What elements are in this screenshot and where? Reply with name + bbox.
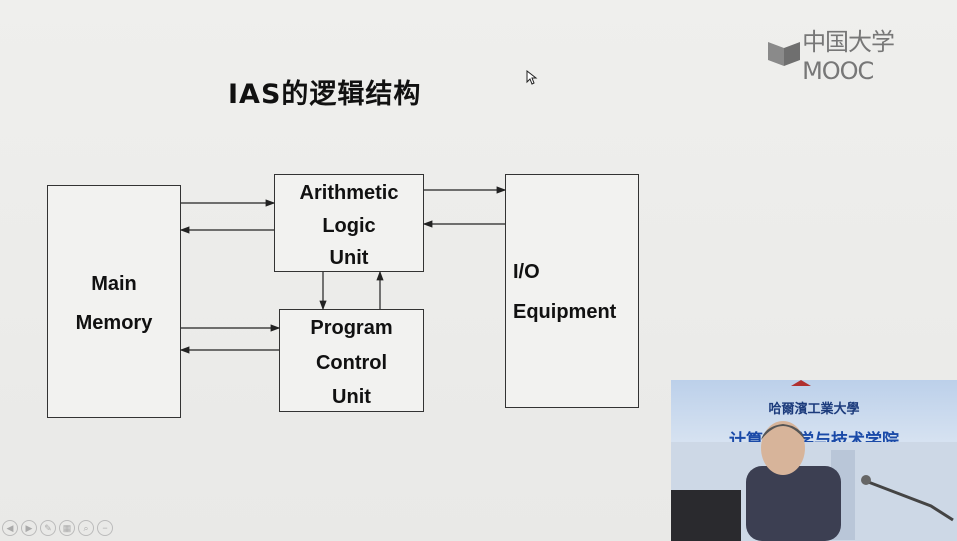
main-memory-box <box>47 185 181 418</box>
io-label-line1: I/O <box>513 261 540 283</box>
player-controls: ◀ ▶ ✎ ▦ ⌕ − <box>2 520 113 536</box>
zoom-icon[interactable]: ⌕ <box>78 520 94 536</box>
alu-box <box>274 174 424 272</box>
minus-icon[interactable]: − <box>97 520 113 536</box>
instructor-figure <box>671 380 957 541</box>
edit-icon[interactable]: ✎ <box>40 520 56 536</box>
mooc-logo: 中国大学MOOC <box>766 28 957 85</box>
alu-label-line1: Arithmetic <box>299 182 399 204</box>
gallery-icon[interactable]: ▦ <box>59 520 75 536</box>
instructor-video: 哈爾濱工業大學 计算机科学与技术学院 <box>671 380 957 541</box>
slide-title: IAS的逻辑结构 <box>228 79 422 110</box>
next-icon[interactable]: ▶ <box>21 520 37 536</box>
mouse-cursor-icon <box>526 70 538 85</box>
alu-label-line2: Logic <box>322 215 376 237</box>
pcu-label-line1: Program <box>310 317 393 339</box>
io-equipment-box <box>505 174 639 408</box>
pcu-box <box>279 309 424 412</box>
main-memory-label-line1: Main <box>91 273 137 295</box>
pcu-label-line3: Unit <box>332 386 371 408</box>
mooc-logo-text: 中国大学MOOC <box>802 27 895 85</box>
alu-label-line3: Unit <box>329 247 369 269</box>
pcu-label-line2: Control <box>315 352 388 374</box>
mooc-logo-icon <box>768 42 800 66</box>
prev-icon[interactable]: ◀ <box>2 520 18 536</box>
video-banner <box>671 380 957 442</box>
io-label-line2: Equipment <box>513 301 617 323</box>
main-memory-label-line2: Memory <box>75 312 153 334</box>
institution-name-top: 哈爾濱工業大學 <box>768 402 860 417</box>
